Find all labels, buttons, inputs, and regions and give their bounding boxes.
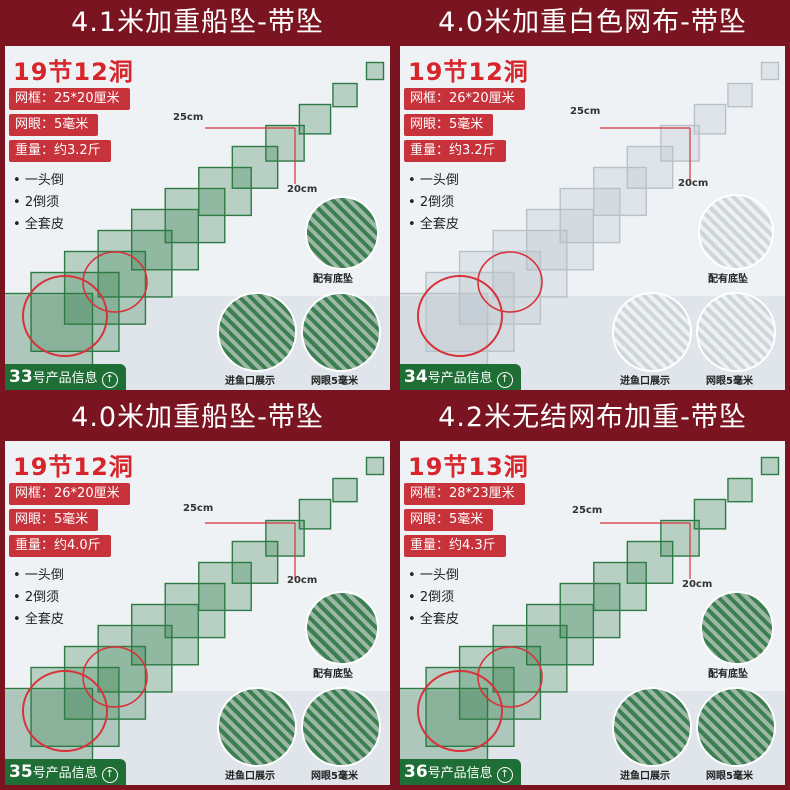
panel-33[interactable]: 4.1米加重船坠-带坠 19节12洞 网框：25*20厘米 网眼：5毫米 重量：… xyxy=(0,0,395,395)
panel-36[interactable]: 4.2米无结网布加重-带坠 19节13洞 网框：28*23厘米 网眼：5毫米 重… xyxy=(395,395,790,790)
feature-item: • 2倒须 xyxy=(13,590,60,605)
feature-item: • 一头倒 xyxy=(408,173,459,188)
product-info-link[interactable]: 33号产品信息↑ xyxy=(5,364,126,390)
panel-title: 4.1米加重船坠-带坠 xyxy=(0,0,395,46)
mesh-caption: 网眼5毫米 xyxy=(706,376,753,387)
panel-34[interactable]: 4.0米加重白色网布-带坠 19节12洞 网框：26*20厘米 网眼：5毫米 重… xyxy=(395,0,790,395)
feature-item: • 2倒须 xyxy=(13,195,60,210)
spec-frame: 网框：28*23厘米 xyxy=(404,483,525,505)
product-photo: 19节12洞 网框：25*20厘米 网眼：5毫米 重量：约3.2斤 • 一头倒 … xyxy=(5,46,390,390)
dimension-height: 20cm xyxy=(678,178,709,189)
spec-weight: 重量：约3.2斤 xyxy=(9,140,111,162)
spec-mesh: 网眼：5毫米 xyxy=(9,509,99,531)
entry-caption: 进鱼口展示 xyxy=(225,771,275,782)
dimension-width: 25cm xyxy=(183,503,214,514)
weight-caption: 配有底坠 xyxy=(313,274,353,285)
spec-weight: 重量：约3.2斤 xyxy=(404,140,506,162)
weight-inset xyxy=(700,591,774,665)
spec-mesh: 网眼：5毫米 xyxy=(404,114,494,136)
feature-item: • 一头倒 xyxy=(408,568,459,583)
spec-mesh: 网眼：5毫米 xyxy=(9,114,99,136)
dimension-width: 25cm xyxy=(570,106,601,117)
dimension-width: 25cm xyxy=(173,112,204,123)
arrow-up-icon: ↑ xyxy=(496,767,513,783)
spec-frame: 网框：25*20厘米 xyxy=(9,88,130,110)
entry-caption: 进鱼口展示 xyxy=(620,376,670,387)
mesh-caption: 网眼5毫米 xyxy=(311,771,358,782)
panel-title: 4.0米加重白色网布-带坠 xyxy=(395,0,790,46)
mesh-inset xyxy=(301,292,381,372)
dimension-height: 20cm xyxy=(287,575,318,586)
spec-mesh: 网眼：5毫米 xyxy=(404,509,494,531)
feature-item: • 全套皮 xyxy=(408,612,459,627)
weight-inset xyxy=(698,194,774,270)
feature-item: • 2倒须 xyxy=(408,590,455,605)
weight-caption: 配有底坠 xyxy=(708,274,748,285)
arrow-up-icon: ↑ xyxy=(101,767,118,783)
product-photo: 19节12洞 网框：26*20厘米 网眼：5毫米 重量：约3.2斤 • 一头倒 … xyxy=(400,46,785,390)
entry-inset xyxy=(217,292,297,372)
mesh-inset xyxy=(696,292,776,372)
weight-inset xyxy=(305,591,379,665)
spec-weight: 重量：约4.3斤 xyxy=(404,535,506,557)
headline: 19节12洞 xyxy=(408,58,529,86)
product-photo: 19节13洞 网框：28*23厘米 网眼：5毫米 重量：约4.3斤 • 一头倒 … xyxy=(400,441,785,785)
panel-35[interactable]: 4.0米加重船坠-带坠 19节12洞 网框：26*20厘米 网眼：5毫米 重量：… xyxy=(0,395,395,790)
entry-caption: 进鱼口展示 xyxy=(620,771,670,782)
weight-caption: 配有底坠 xyxy=(708,669,748,680)
product-info-link[interactable]: 35号产品信息↑ xyxy=(5,759,126,785)
mesh-inset xyxy=(301,687,381,767)
feature-item: • 一头倒 xyxy=(13,173,64,188)
headline: 19节12洞 xyxy=(13,58,134,86)
feature-item: • 全套皮 xyxy=(408,217,459,232)
dimension-height: 20cm xyxy=(682,579,713,590)
entry-inset xyxy=(612,292,692,372)
spec-weight: 重量：约4.0斤 xyxy=(9,535,111,557)
headline: 19节12洞 xyxy=(13,453,134,481)
mesh-inset xyxy=(696,687,776,767)
entry-inset xyxy=(612,687,692,767)
weight-inset xyxy=(305,196,379,270)
feature-item: • 全套皮 xyxy=(13,612,64,627)
product-info-link[interactable]: 34号产品信息↑ xyxy=(400,364,521,390)
feature-item: • 2倒须 xyxy=(408,195,455,210)
spec-frame: 网框：26*20厘米 xyxy=(404,88,525,110)
product-info-link[interactable]: 36号产品信息↑ xyxy=(400,759,521,785)
weight-caption: 配有底坠 xyxy=(313,669,353,680)
dimension-width: 25cm xyxy=(572,505,603,516)
product-photo: 19节12洞 网框：26*20厘米 网眼：5毫米 重量：约4.0斤 • 一头倒 … xyxy=(5,441,390,785)
feature-item: • 全套皮 xyxy=(13,217,64,232)
mesh-caption: 网眼5毫米 xyxy=(311,376,358,387)
feature-list: • 一头倒 • 2倒须 • 全套皮 xyxy=(13,170,64,236)
headline: 19节13洞 xyxy=(408,453,529,481)
feature-list: • 一头倒 • 2倒须 • 全套皮 xyxy=(408,170,459,236)
feature-item: • 一头倒 xyxy=(13,568,64,583)
spec-frame: 网框：26*20厘米 xyxy=(9,483,130,505)
arrow-up-icon: ↑ xyxy=(496,372,513,388)
arrow-up-icon: ↑ xyxy=(101,372,118,388)
panel-title: 4.2米无结网布加重-带坠 xyxy=(395,395,790,441)
dimension-height: 20cm xyxy=(287,184,318,195)
feature-list: • 一头倒 • 2倒须 • 全套皮 xyxy=(13,565,64,631)
mesh-caption: 网眼5毫米 xyxy=(706,771,753,782)
feature-list: • 一头倒 • 2倒须 • 全套皮 xyxy=(408,565,459,631)
entry-inset xyxy=(217,687,297,767)
entry-caption: 进鱼口展示 xyxy=(225,376,275,387)
panel-title: 4.0米加重船坠-带坠 xyxy=(0,395,395,441)
